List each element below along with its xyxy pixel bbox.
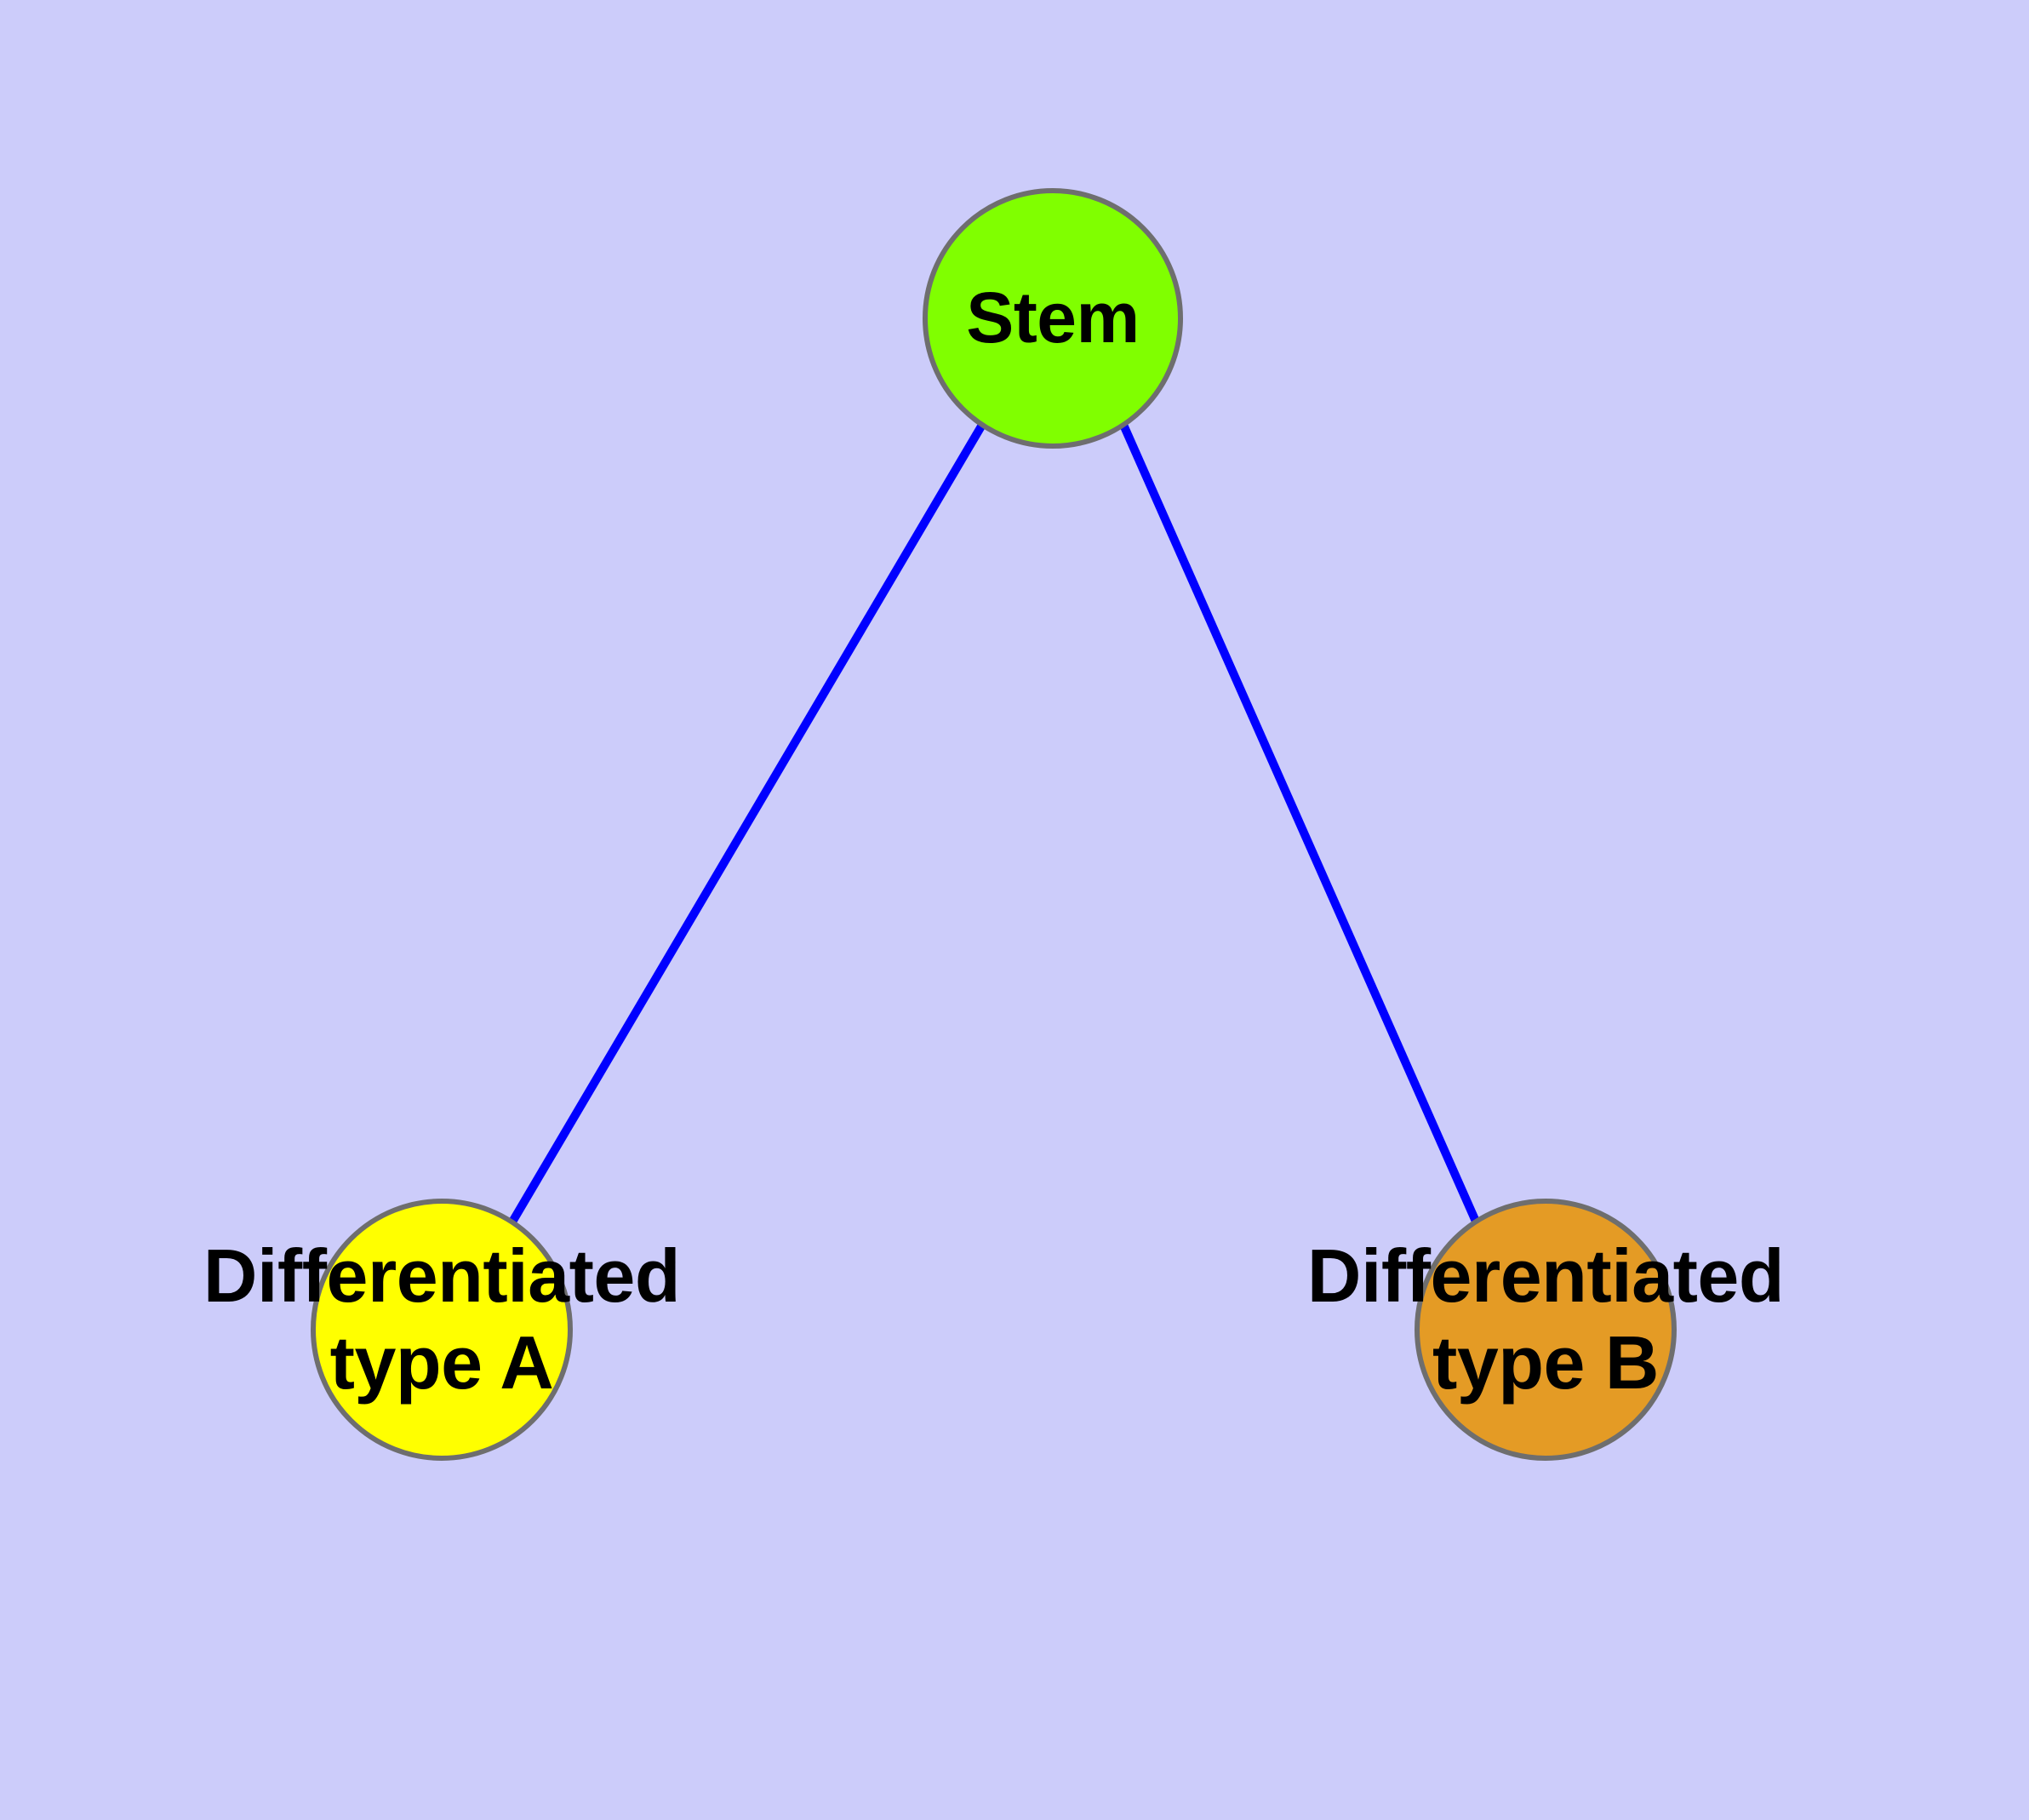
- node-differentiated-type-a[interactable]: [311, 1199, 573, 1461]
- edge-layer: [507, 422, 1481, 1226]
- node-differentiated-type-b[interactable]: [1415, 1199, 1677, 1461]
- edge-stem-to-differentiated-type-b[interactable]: [1119, 422, 1481, 1226]
- node-stem[interactable]: [923, 188, 1183, 449]
- edge-stem-to-differentiated-type-a[interactable]: [507, 422, 986, 1226]
- node-layer: [311, 188, 1677, 1461]
